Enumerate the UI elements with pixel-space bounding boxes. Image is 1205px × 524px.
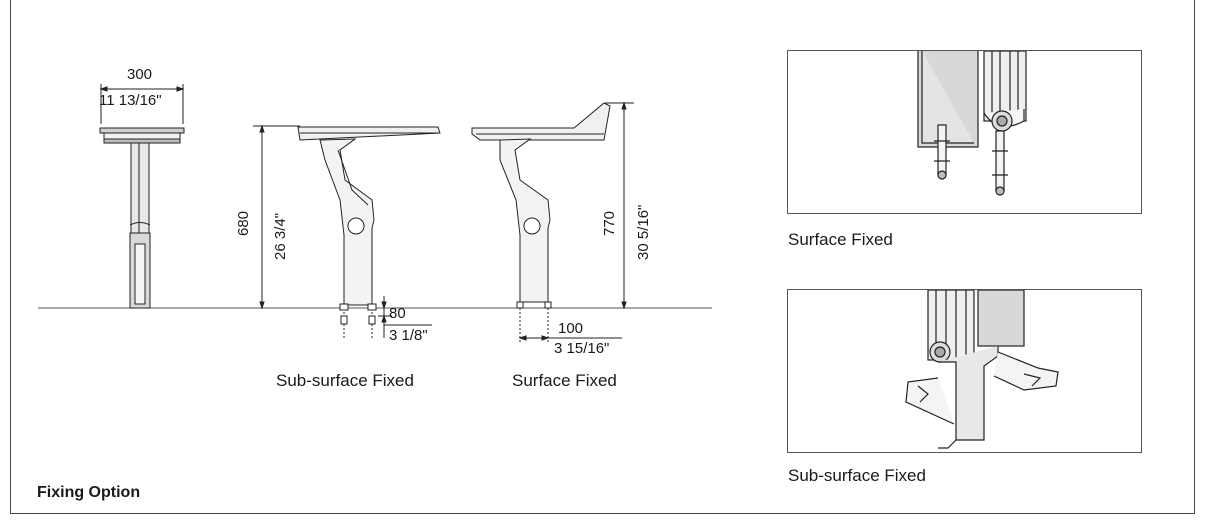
sub-depth-in: 3 1/8" xyxy=(389,327,428,344)
surface-fixed-illustration xyxy=(917,51,1027,196)
surface-view-basin xyxy=(471,102,611,309)
photo-surface-caption: Surface Fixed xyxy=(788,230,893,249)
surface-caption: Surface Fixed xyxy=(512,371,617,390)
sub-height-arrow-bottom xyxy=(259,301,265,310)
sub-height-mm: 680 xyxy=(235,210,252,236)
front-width-mm: 300 xyxy=(127,66,153,83)
front-width-in: 11 13/16" xyxy=(99,92,162,109)
surf-height-in: 30 5/16" xyxy=(635,204,652,260)
sub-surface-fixed-illustration xyxy=(905,290,1059,449)
surf-spacing-mm: 100 xyxy=(558,320,584,337)
sub-surface-view-basin xyxy=(297,126,441,338)
sub-height-in: 26 3/4" xyxy=(272,212,289,260)
surf-height-mm: 770 xyxy=(601,210,618,236)
surface-fixed-photo xyxy=(787,50,1142,214)
figure-frame xyxy=(10,0,1195,514)
surf-spacing-in: 3 15/16" xyxy=(554,340,610,357)
width-arrow-right xyxy=(176,86,185,92)
width-arrow-left xyxy=(99,86,108,92)
front-view-basin xyxy=(99,127,185,309)
photo-sub-surface-caption: Sub-surface Fixed xyxy=(788,466,926,485)
sub-surface-fixed-photo xyxy=(787,289,1142,453)
sub-height-arrow-top xyxy=(259,124,265,133)
sub-surface-caption: Sub-surface Fixed xyxy=(276,371,414,390)
figure-title: Fixing Option xyxy=(37,484,141,501)
sub-depth-mm: 80 xyxy=(389,305,406,322)
